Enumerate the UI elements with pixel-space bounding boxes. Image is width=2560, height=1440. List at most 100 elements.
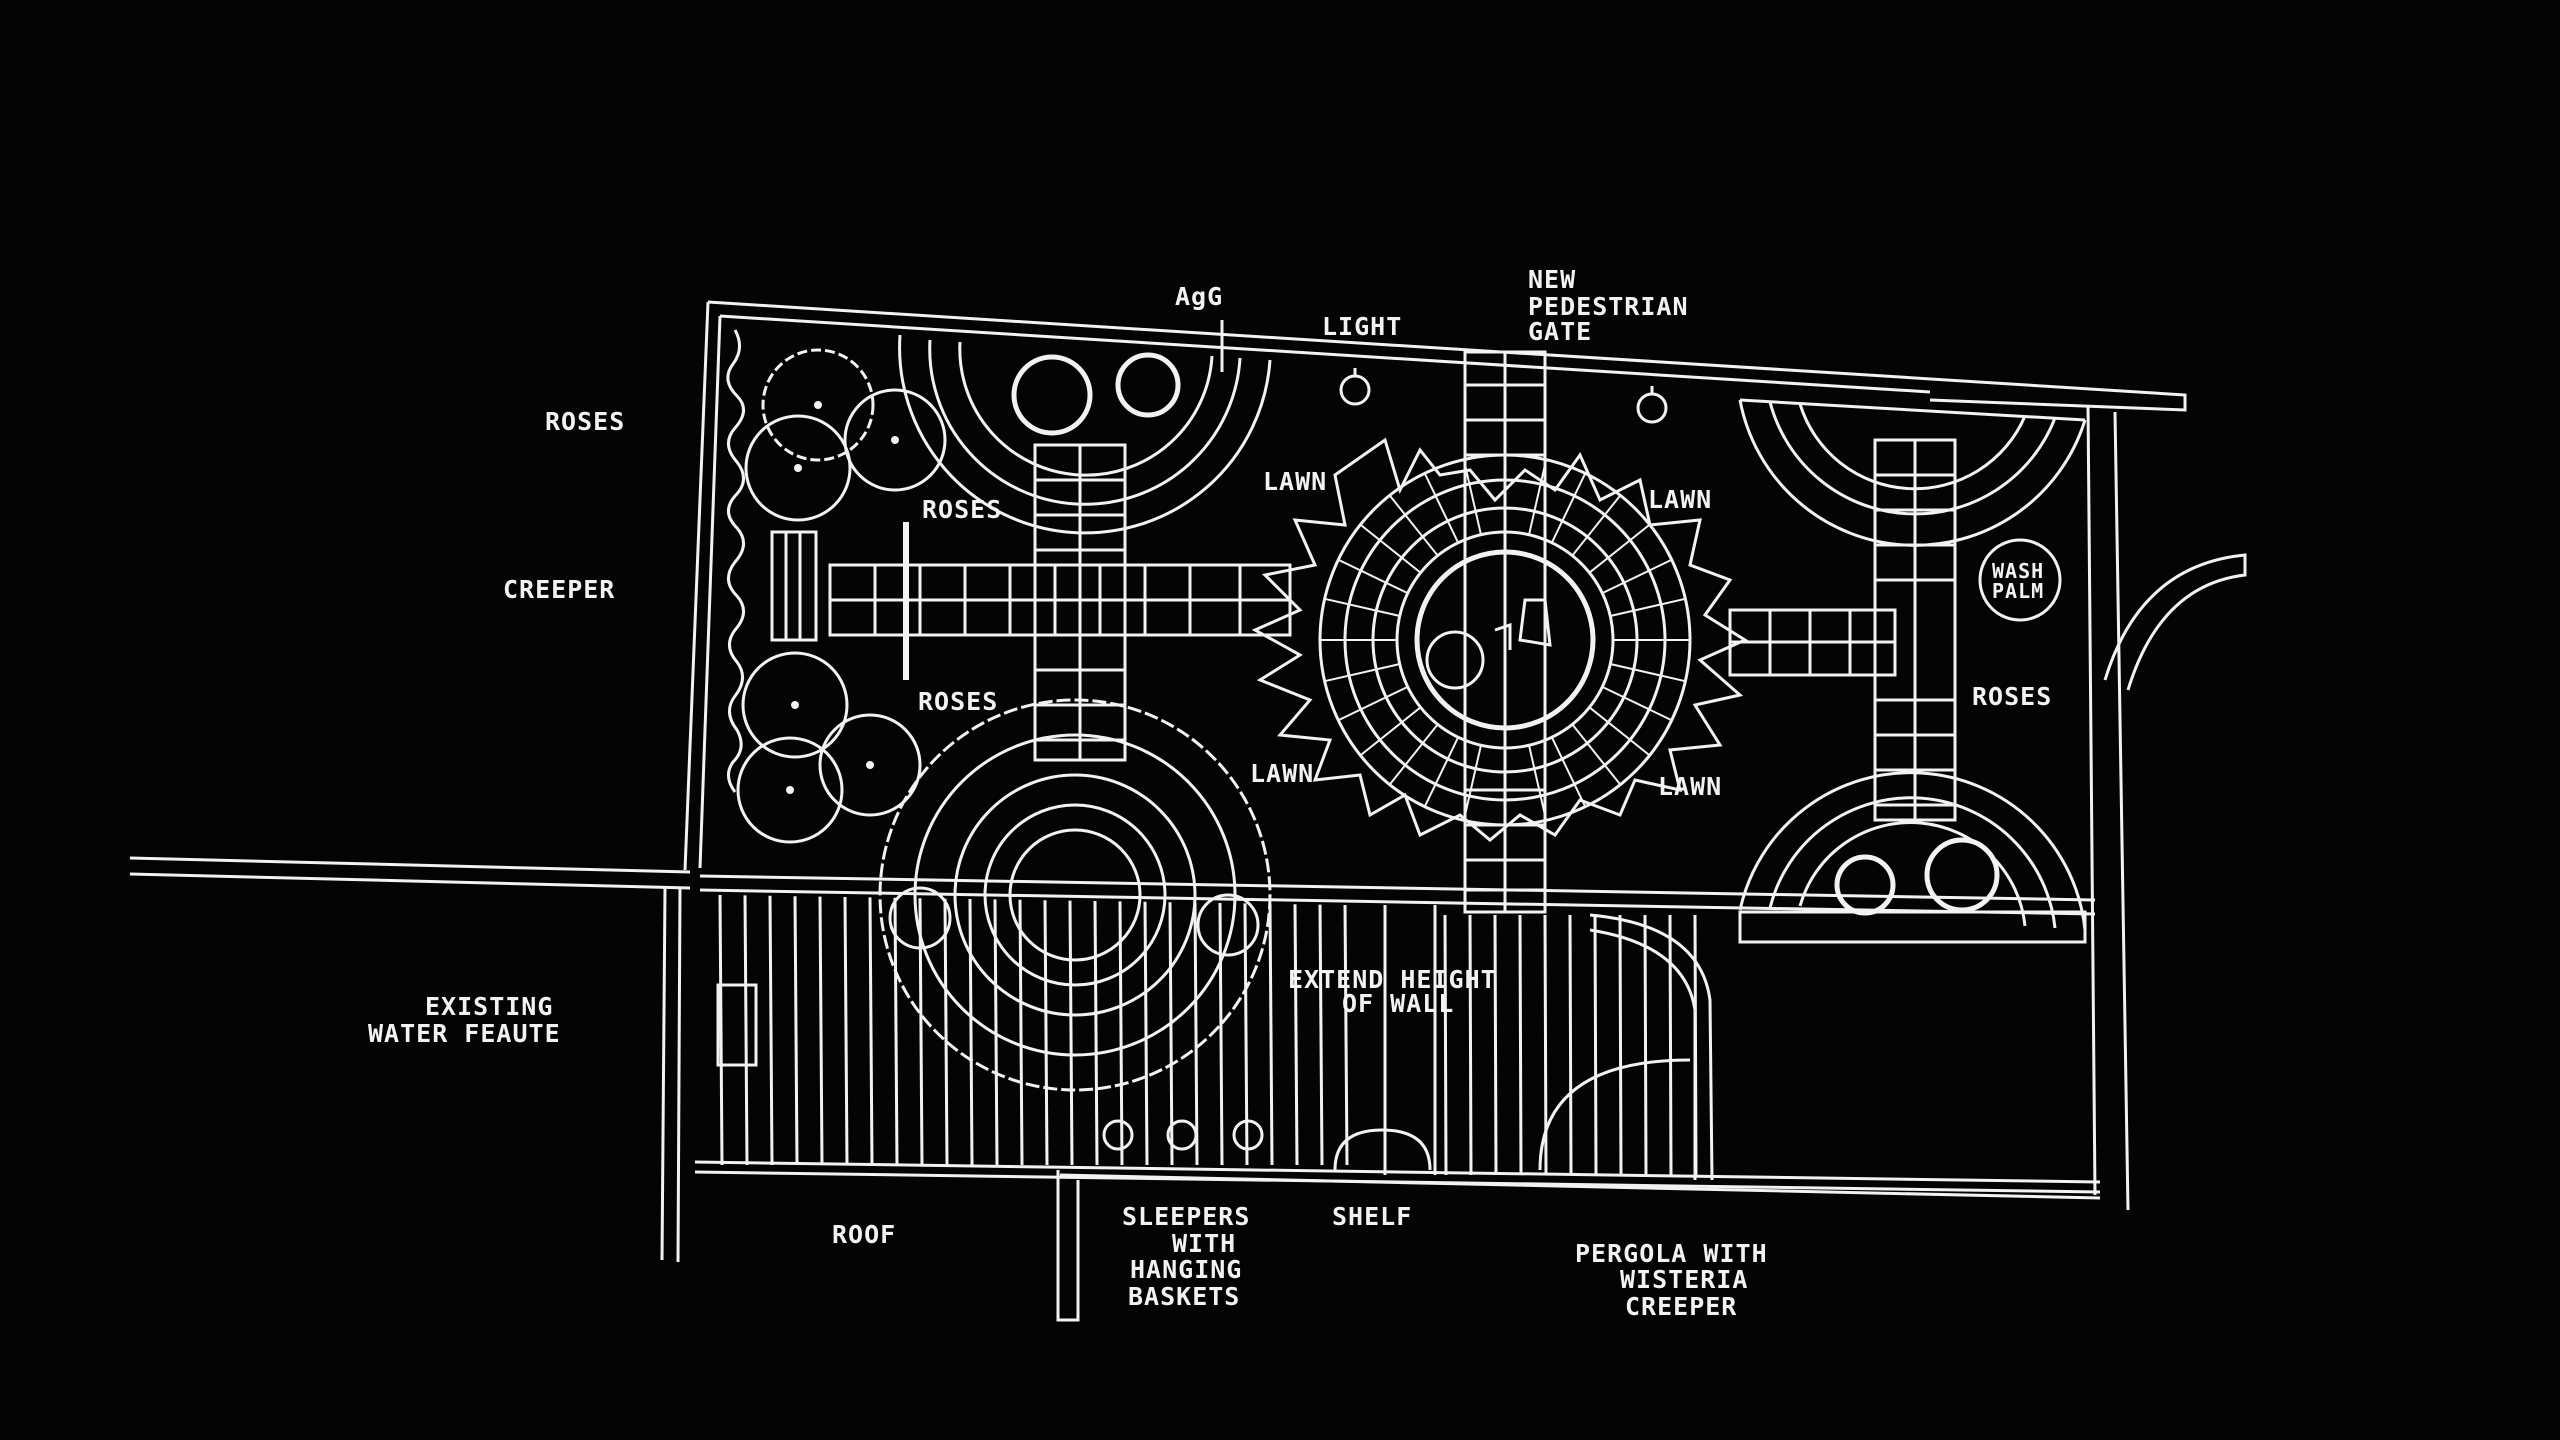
- label-existing-1: EXISTING: [425, 992, 553, 1021]
- sleepers-pergola: [718, 894, 1698, 1176]
- paving-radial: [1610, 597, 1686, 617]
- label-roses-right: ROSES: [1972, 682, 2052, 711]
- label-sleepers-4: BASKETS: [1128, 1282, 1240, 1311]
- paving-radial: [1423, 736, 1460, 808]
- patio-bottom-left: [878, 698, 1272, 1092]
- sleeper-line: [743, 895, 749, 1166]
- sleeper-line: [1668, 914, 1673, 1176]
- paving-radial: [1423, 472, 1460, 544]
- sleeper-line: [1068, 900, 1074, 1166]
- paving-radial: [1528, 745, 1548, 821]
- paving-radial: [1571, 723, 1622, 786]
- sleeper-line: [1443, 914, 1448, 1176]
- sleeper-line: [1143, 901, 1149, 1166]
- paving-radial: [1359, 523, 1422, 574]
- sleeper-line: [893, 897, 899, 1166]
- paving-radial: [1388, 494, 1439, 557]
- label-roof: ROOF: [832, 1220, 896, 1249]
- rose-centers: [786, 401, 899, 794]
- paving-radial: [1324, 663, 1400, 683]
- sleeper-line: [843, 896, 849, 1166]
- sleeper-line: [793, 896, 799, 1166]
- wash-palm: [1978, 538, 2062, 622]
- sleeper-line: [818, 896, 824, 1166]
- sleeper-line: [1293, 904, 1299, 1166]
- sleeper-line: [993, 899, 999, 1166]
- sleeper-line: [1243, 903, 1249, 1166]
- sleeper-line: [1568, 914, 1573, 1176]
- paving-radial: [1601, 558, 1673, 595]
- label-new-gate-1: NEW: [1528, 265, 1576, 294]
- paving-radial: [1550, 472, 1587, 544]
- paving-radial: [1588, 523, 1651, 574]
- label-existing-2: WATER FEAUTE: [368, 1019, 561, 1048]
- label-new-gate-3: GATE: [1528, 317, 1592, 346]
- sleeper-line: [1518, 914, 1523, 1176]
- sleeper-line: [1343, 904, 1349, 1166]
- patio-bottom-right: [1738, 771, 2087, 944]
- sleeper-line: [1318, 904, 1324, 1166]
- sleeper-line: [1218, 902, 1224, 1166]
- sleeper-line: [1168, 902, 1174, 1166]
- labels: AgG LIGHT NEW PEDESTRIAN GATE ROSES CREE…: [368, 265, 2052, 1321]
- paving-radial: [1550, 736, 1587, 808]
- sleeper-line: [868, 897, 874, 1166]
- sleeper-line: [1618, 914, 1623, 1176]
- creeper-hedge: [726, 329, 745, 793]
- paving-radial: [1462, 459, 1482, 535]
- label-sleepers-3: HANGING: [1130, 1255, 1242, 1284]
- label-sleepers-1: SLEEPERS: [1122, 1202, 1250, 1231]
- patio-top-left: [898, 334, 1272, 535]
- label-shelf: SHELF: [1332, 1202, 1412, 1231]
- sleeper-line: [768, 895, 774, 1166]
- sleeper-line: [1018, 899, 1024, 1166]
- paving-radial: [1571, 494, 1622, 557]
- paving-radial: [1588, 706, 1651, 757]
- rose-bushes-left: [736, 348, 947, 844]
- sleeper-line: [1193, 902, 1199, 1166]
- label-lawn-tl: LAWN: [1263, 467, 1327, 496]
- paving-radial: [1359, 706, 1422, 757]
- sleeper-line: [1093, 900, 1099, 1166]
- sleeper-line: [918, 898, 924, 1166]
- paving-radial: [1601, 685, 1673, 722]
- sleeper-line: [1593, 914, 1598, 1176]
- label-new-gate-2: PEDESTRIAN: [1528, 292, 1689, 321]
- sleeper-line: [1268, 903, 1274, 1166]
- sleeper-line: [1493, 914, 1498, 1176]
- label-wash-palm-1: WASH: [1992, 559, 2044, 583]
- label-sleepers-2: WITH: [1172, 1229, 1236, 1258]
- patio-top-right: [1738, 398, 2087, 547]
- paving-radial: [1337, 558, 1409, 595]
- label-light: LIGHT: [1322, 312, 1402, 341]
- sleeper-line: [968, 898, 974, 1166]
- paving-radial: [1324, 597, 1400, 617]
- label-roses-left: ROSES: [545, 407, 625, 436]
- sleeper-line: [943, 898, 949, 1166]
- label-pergola-3: CREEPER: [1625, 1292, 1737, 1321]
- label-wash-palm-2: PALM: [1992, 579, 2044, 603]
- label-extend-1: EXTEND HEIGHT: [1288, 965, 1497, 994]
- sleeper-line: [1468, 914, 1473, 1176]
- paved-paths: [828, 350, 1957, 914]
- paving-radial: [1528, 459, 1548, 535]
- paving-radial: [1610, 663, 1686, 683]
- paving-radial: [1462, 745, 1482, 821]
- label-agg: AgG: [1175, 282, 1223, 311]
- label-lawn-bl: LAWN: [1250, 759, 1314, 788]
- label-pergola-1: PERGOLA WITH: [1575, 1239, 1768, 1268]
- label-lawn-br: LAWN: [1658, 772, 1722, 801]
- label-extend-2: OF WALL: [1342, 989, 1454, 1018]
- label-pergola-2: WISTERIA: [1620, 1265, 1748, 1294]
- label-roses-top: ROSES: [922, 495, 1002, 524]
- sleeper-line: [718, 894, 724, 1166]
- sleeper-line: [1118, 901, 1124, 1166]
- label-creeper: CREEPER: [503, 575, 615, 604]
- paving-radial: [1337, 685, 1409, 722]
- boundary-walls: [129, 300, 2247, 1322]
- central-circle-radials: [1320, 455, 1690, 825]
- sleeper-line: [1043, 900, 1049, 1166]
- paving-radial: [1388, 723, 1439, 786]
